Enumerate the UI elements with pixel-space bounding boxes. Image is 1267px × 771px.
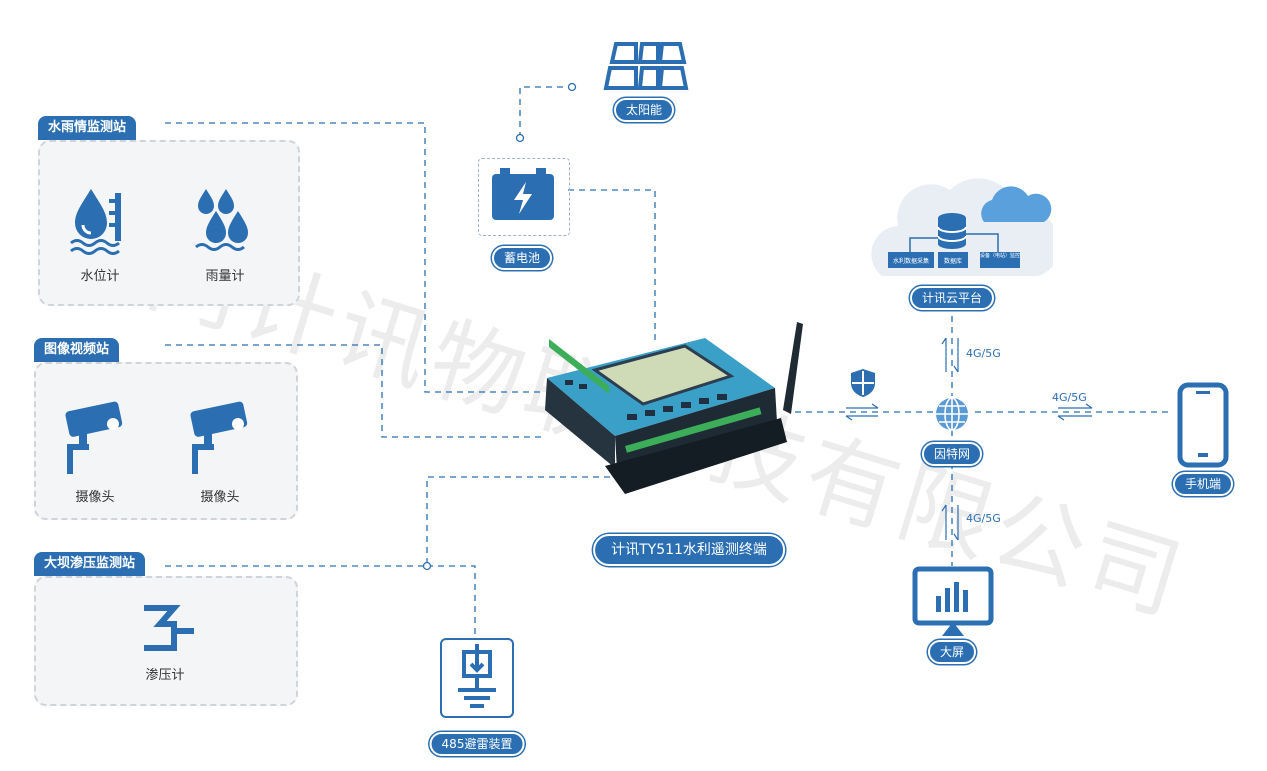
camera-label-1: 摄像头 [75,490,115,505]
solar-panel-icon [603,42,689,90]
dam-seepage-station-title: 大坝渗压监测站 [34,552,146,576]
water-rain-station-title: 水雨情监测站 [38,116,137,140]
camera-icon [190,401,248,474]
internet-screen-link-label: 4G/5G [966,512,1001,525]
piezometer-label: 渗压计 [145,668,185,683]
rain-gauge-label: 雨量计 [205,269,245,284]
cloud-internet-link-label: 4G/5G [966,347,1001,360]
big-screen-label: 大屏 [927,640,977,664]
water-level-icon [70,189,121,255]
battery-frame [478,158,570,236]
internet-phone-link-label: 4G/5G [1052,391,1087,404]
piezometer-device: 渗压计 [115,598,215,683]
camera-label-2: 摄像头 [200,490,240,505]
battery-label: 蓄电池 [491,246,553,270]
cloud-item-device-monitoring: 设备（电站）监控 [980,253,1021,259]
dam-seepage-station-panel [34,576,298,706]
surge-protector-label: 485避雷装置 [429,732,525,756]
terminal-label: 计讯TY511水利遥测终端 [593,534,785,566]
water-level-device: 水位计 [50,185,150,284]
phone-icon [1177,382,1229,468]
image-video-station-panel [34,362,298,520]
camera-device-1: 摄像头 [45,400,145,505]
internet-label: 因特网 [921,442,983,466]
cloud-platform-icon [871,178,1053,276]
big-screen-icon [912,566,994,636]
rain-gauge-icon [195,189,248,251]
globe-icon [936,397,968,431]
cloud-item-data-acquisition: 水利数据采集 [892,258,929,265]
solar-label: 太阳能 [613,98,675,122]
cloud-item-database: 数据库 [943,258,962,265]
battery-icon [492,168,554,220]
rtu-device-image [545,322,803,494]
shield-icon [851,369,875,397]
cloud-platform-label: 计讯云平台 [909,286,995,310]
water-level-label: 水位计 [80,269,120,284]
image-video-station-title: 图像视频站 [34,338,120,362]
piezometer-icon [144,605,194,651]
camera-device-2: 摄像头 [170,400,270,505]
rain-gauge-device: 雨量计 [175,185,275,284]
surge-protector-icon [458,644,496,708]
camera-icon [65,401,123,474]
surge-protector-box [440,638,514,718]
phone-label: 手机端 [1172,472,1234,496]
